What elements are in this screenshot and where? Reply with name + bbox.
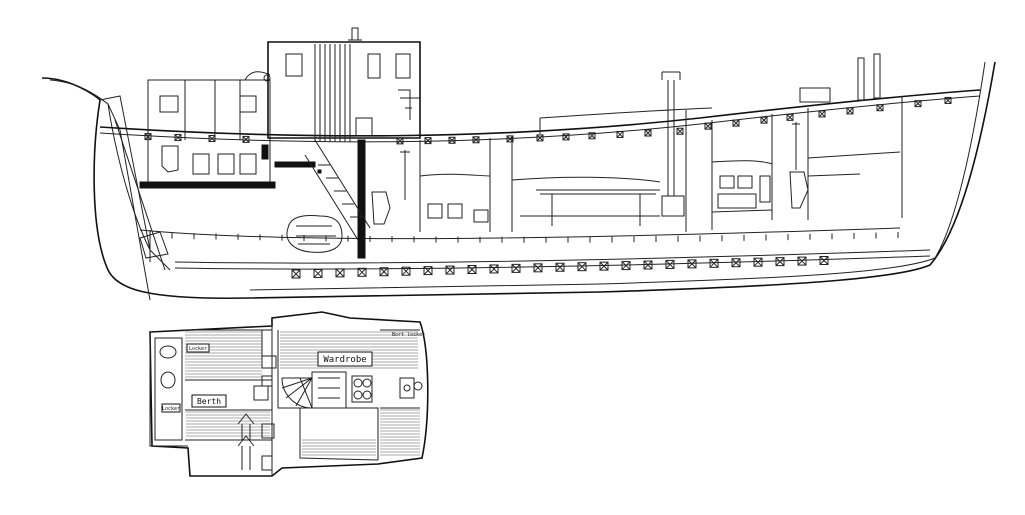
berth-label: Berth xyxy=(191,394,227,408)
sheer-line xyxy=(99,89,981,137)
ladder-icon xyxy=(237,413,255,470)
stern-locker-label: Bort locker xyxy=(392,332,425,338)
stove-icon xyxy=(351,375,373,403)
side-elevation xyxy=(41,27,996,301)
locker-label-2: Locker xyxy=(161,403,181,413)
plan-outline xyxy=(149,311,429,477)
black-post xyxy=(357,139,366,259)
plan-view: Wardrobe Berth Locker Locker Bort locker xyxy=(149,311,429,477)
svg-text:Wardrobe: Wardrobe xyxy=(323,355,366,365)
svg-text:Bort locker: Bort locker xyxy=(392,332,425,338)
svg-text:Locker: Locker xyxy=(189,346,207,352)
ladder-icon xyxy=(304,139,371,241)
svg-text:Berth: Berth xyxy=(197,397,221,406)
keel-frame-markers xyxy=(291,256,829,279)
saloon-table xyxy=(511,176,661,226)
stern-decking xyxy=(185,331,262,378)
locker-label: Locker xyxy=(186,343,210,353)
deck-frame-markers xyxy=(144,96,952,145)
wardrobe-label: Wardrobe xyxy=(317,351,373,367)
hull-outline xyxy=(41,61,996,300)
svg-text:Locker: Locker xyxy=(162,406,180,412)
stove-icon xyxy=(661,71,685,217)
lower-decking xyxy=(302,409,420,456)
engine-icon xyxy=(286,215,343,253)
spiral-stair xyxy=(281,377,313,409)
floor-ticks xyxy=(149,232,899,243)
black-floor-beam xyxy=(139,181,276,189)
toilet-icon xyxy=(159,345,177,389)
wheelhouse xyxy=(267,41,421,139)
sink-icon xyxy=(399,377,415,399)
shower-icon xyxy=(400,122,800,200)
wheel-icon xyxy=(413,381,423,391)
hull-inner-line xyxy=(49,79,151,301)
toilet-icon xyxy=(161,145,809,225)
wheelhouse-slats xyxy=(314,44,351,142)
